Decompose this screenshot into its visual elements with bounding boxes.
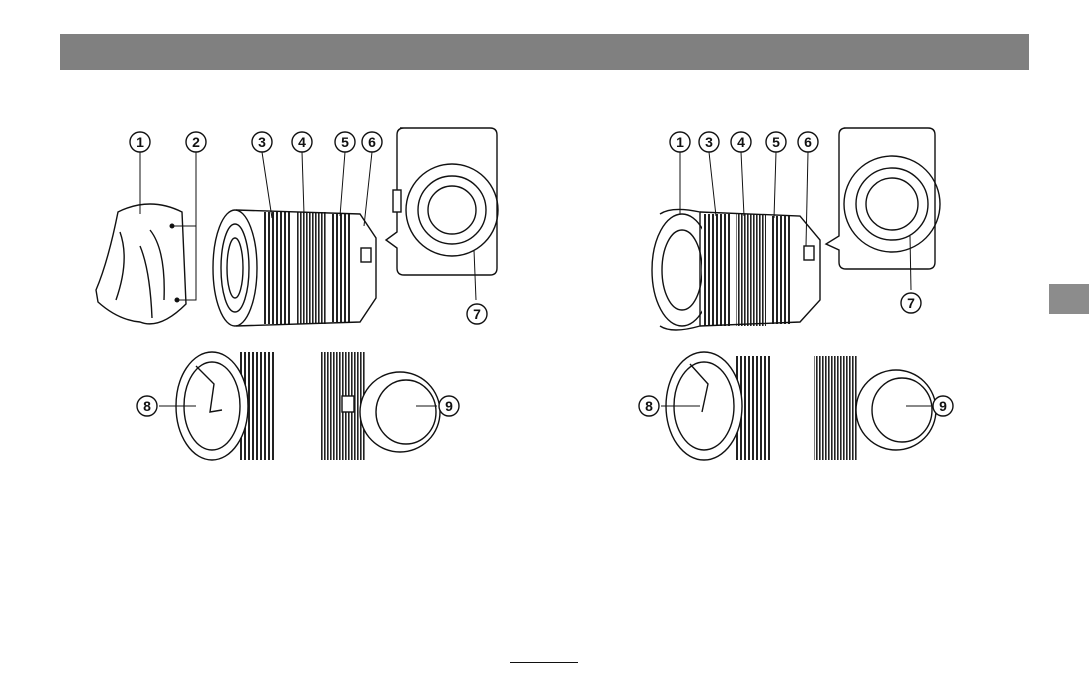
svg-text:9: 9: [939, 398, 947, 414]
right-callout-1: 1: [670, 132, 690, 152]
right-callout-4: 4: [731, 132, 751, 152]
right-callout-7: 7: [901, 293, 921, 313]
svg-text:6: 6: [804, 134, 812, 150]
left-lens-hood: [96, 204, 186, 324]
left-mount-inset: [386, 128, 498, 275]
svg-text:8: 8: [645, 398, 653, 414]
svg-text:3: 3: [258, 134, 266, 150]
left-callout-1: 1: [130, 132, 150, 152]
svg-text:5: 5: [341, 134, 349, 150]
svg-text:8: 8: [143, 398, 151, 414]
left-callout-4: 4: [292, 132, 312, 152]
left-callout-8: 8: [137, 396, 157, 416]
left-callout-9: 9: [439, 396, 459, 416]
left-callout-7: 7: [467, 304, 487, 324]
right-lens-illustration: [652, 128, 940, 460]
svg-text:4: 4: [298, 134, 306, 150]
left-callout-5: 5: [335, 132, 355, 152]
svg-text:4: 4: [737, 134, 745, 150]
svg-text:1: 1: [136, 134, 144, 150]
left-callout-2: 2: [186, 132, 206, 152]
left-lens-barrel: [213, 210, 376, 326]
svg-text:9: 9: [445, 398, 453, 414]
left-callout-6: 6: [362, 132, 382, 152]
svg-text:5: 5: [772, 134, 780, 150]
left-callout-3: 3: [252, 132, 272, 152]
svg-text:6: 6: [368, 134, 376, 150]
svg-text:7: 7: [907, 295, 915, 311]
right-callout-5: 5: [766, 132, 786, 152]
right-callout-8: 8: [639, 396, 659, 416]
right-callout-9: 9: [933, 396, 953, 416]
right-rear-cap: [814, 356, 936, 460]
svg-text:1: 1: [676, 134, 684, 150]
right-mount-inset: [826, 128, 940, 269]
right-callout-6: 6: [798, 132, 818, 152]
svg-text:3: 3: [705, 134, 713, 150]
right-lens-barrel: [652, 209, 820, 330]
svg-text:7: 7: [473, 306, 481, 322]
page-number-rule: [510, 662, 578, 663]
svg-text:2: 2: [192, 134, 200, 150]
right-callout-3: 3: [699, 132, 719, 152]
